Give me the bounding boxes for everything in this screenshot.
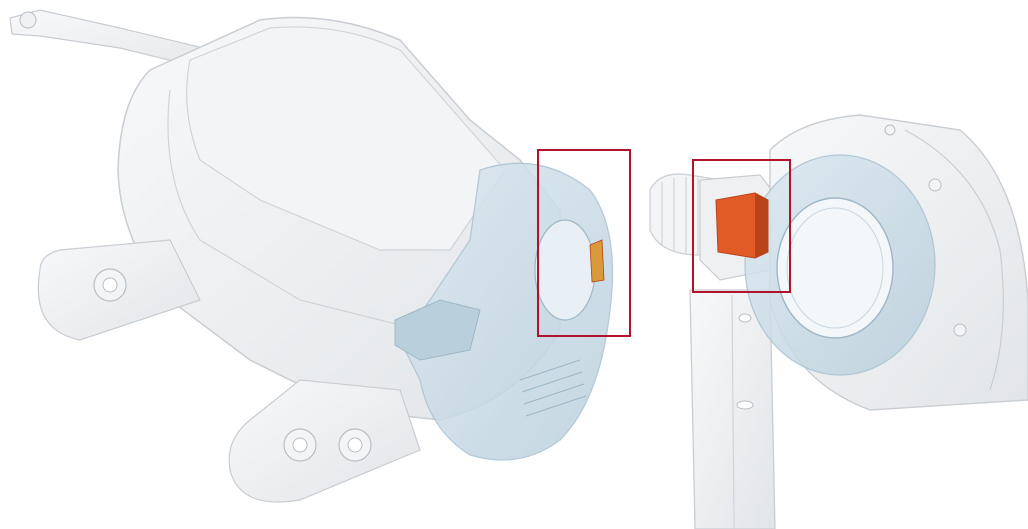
- ring-screw-2: [953, 323, 967, 337]
- bracket-screw: [19, 11, 37, 29]
- front-aperture: [534, 219, 596, 321]
- camera-housing-icon: [9, 9, 614, 503]
- ring-screw-1: [928, 178, 942, 192]
- mount-adapter-icon: [649, 114, 1028, 529]
- ring-aperture: [776, 197, 894, 339]
- bottom-mounting-tab: [228, 379, 421, 503]
- ring-aperture-inner: [786, 207, 884, 329]
- highlight-box-right: [692, 159, 791, 293]
- front-ribbing: [519, 359, 587, 417]
- latch-part-shadow: [755, 193, 768, 258]
- bottom-mount-hole-2-inner: [347, 437, 363, 453]
- pole-slot-2: [736, 400, 754, 410]
- mount-hole-inner: [102, 277, 118, 293]
- front-latch-slot: [589, 239, 605, 283]
- highlight-box-left: [537, 149, 631, 337]
- ring-screw-3: [884, 124, 896, 136]
- bottom-mount-hole-inner: [292, 437, 308, 453]
- front-bezel-block: [394, 299, 481, 361]
- knob-grip-lines: [661, 177, 699, 254]
- pole-slot: [738, 313, 752, 323]
- ring-rim: [904, 129, 1004, 391]
- pole-seam: [731, 294, 735, 529]
- housing-seam: [167, 89, 421, 331]
